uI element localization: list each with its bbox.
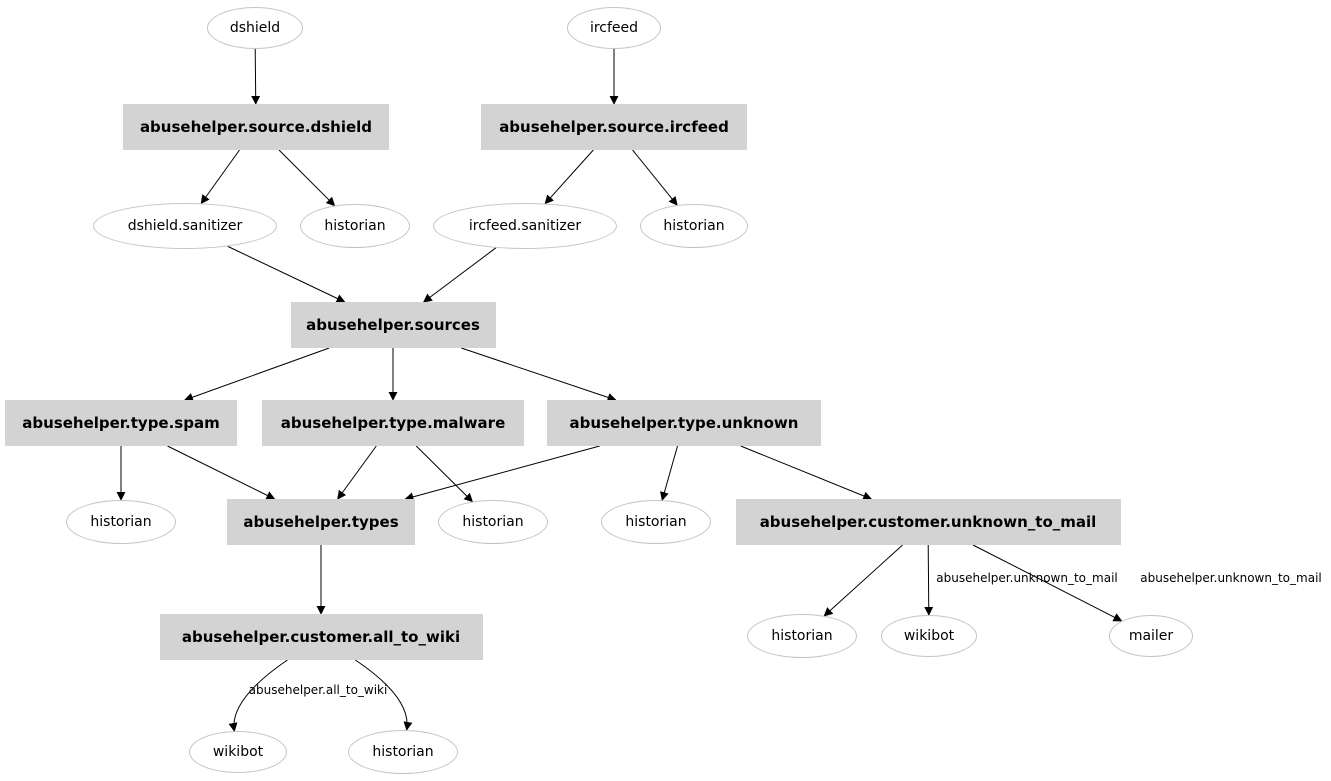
edge-dshield-to-src-dshield (251, 48, 261, 105)
edge-unknown-to-mail-to-mailer (972, 544, 1123, 622)
edge-type-spam-to-types (167, 445, 276, 500)
node-src-dshield: abusehelper.source.dshield (123, 104, 389, 150)
edge-src-dshield-to-historian-1 (278, 149, 336, 207)
node-historian-4: historian (438, 500, 548, 544)
edge-type-malware-to-historian-4 (415, 445, 474, 503)
node-type-spam: abusehelper.type.spam (5, 400, 237, 446)
node-src-ircfeed: abusehelper.source.ircfeed (481, 104, 747, 150)
node-all-to-wiki: abusehelper.customer.all_to_wiki (159, 614, 483, 660)
edge-type-unknown-to-historian-5 (660, 445, 678, 502)
edge-type-unknown-to-unknown-to-mail (740, 445, 873, 501)
edge-unknown-to-mail-to-historian-6 (823, 544, 903, 617)
node-wikibot-2: wikibot (189, 731, 287, 773)
node-sources: abusehelper.sources (290, 302, 496, 348)
node-wikibot-1: wikibot (881, 615, 977, 657)
edge-label: abusehelper.unknown_to_mail (1140, 571, 1322, 585)
node-ircfeed: ircfeed (567, 7, 661, 49)
edge-all-to-wiki-to-wikibot-2 (228, 659, 288, 732)
edge-sources-to-type-spam (183, 347, 330, 402)
node-type-unknown: abusehelper.type.unknown (547, 400, 821, 446)
node-historian-6: historian (747, 614, 857, 658)
node-historian-5: historian (601, 500, 711, 544)
node-dshield: dshield (207, 7, 303, 49)
edge-type-unknown-to-types (404, 445, 600, 502)
edge-label: abusehelper.unknown_to_mail (936, 571, 1118, 585)
edge-ircfeed-sanitizer-to-sources (422, 247, 497, 303)
edge-src-ircfeed-to-ircfeed-sanitizer (544, 149, 594, 205)
node-type-malware: abusehelper.type.malware (262, 400, 524, 446)
node-types: abusehelper.types (227, 499, 415, 545)
edge-type-malware-to-types (337, 445, 377, 500)
edge-sources-to-type-unknown (461, 347, 617, 402)
edge-src-dshield-to-dshield-sanitizer (200, 149, 240, 205)
edge-label: abusehelper.all_to_wiki (248, 683, 388, 697)
node-ircfeed-sanitizer: ircfeed.sanitizer (433, 203, 617, 249)
node-historian-1: historian (300, 204, 410, 248)
node-historian-3: historian (66, 500, 176, 544)
edge-src-ircfeed-to-historian-2 (632, 149, 678, 206)
node-dshield-sanitizer: dshield.sanitizer (93, 203, 277, 249)
edge-unknown-to-mail-to-wikibot-1 (924, 544, 934, 616)
node-historian-2: historian (640, 204, 748, 248)
node-unknown-to-mail: abusehelper.customer.unknown_to_mail (735, 499, 1121, 545)
node-historian-7: historian (348, 730, 458, 774)
edge-dshield-sanitizer-to-sources (227, 245, 346, 303)
node-mailer: mailer (1109, 615, 1193, 657)
edge-all-to-wiki-to-historian-7 (355, 659, 413, 731)
